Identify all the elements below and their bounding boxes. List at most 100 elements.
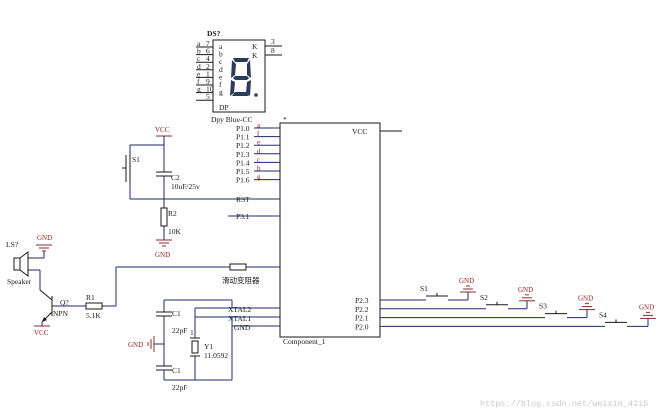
display-dp-number: 5 <box>206 92 210 101</box>
speaker-gnd-label: GND <box>37 234 52 242</box>
mcu-left-pin-mark: e <box>257 139 260 147</box>
crystal-gnd-icon <box>147 336 155 352</box>
reset-gnd-icon <box>156 239 172 247</box>
display-k-label-2: K <box>252 51 258 60</box>
crystal-circuit: C1 22pF C1 22pF GND 1 Y1 11.0592 <box>128 299 233 392</box>
display-pin-number: 4 <box>206 54 210 63</box>
crystal-gnd-label: GND <box>128 341 143 349</box>
display-k-num-2: 8 <box>271 46 275 55</box>
display-segment-name: g <box>219 88 223 97</box>
reset-gnd-label: GND <box>155 251 170 259</box>
display-body <box>212 39 266 113</box>
display-pin-number: 7 <box>206 39 210 48</box>
button-label: S2 <box>480 293 488 302</box>
r1-ref: R1 <box>86 293 95 302</box>
mcu-name: Component_1 <box>283 337 326 346</box>
mcu-ref: * <box>283 115 287 124</box>
r2-ref: R2 <box>168 209 177 218</box>
display-pin-letter: d <box>197 62 201 71</box>
display-k-num-1: 3 <box>271 37 275 46</box>
y1-value: 11.0592 <box>204 351 228 360</box>
npn-vcc-label: VCC <box>34 329 49 337</box>
button-gnd-label: GND <box>518 286 533 294</box>
button-gnd-label: GND <box>459 277 474 285</box>
c1-top-ref: C1 <box>172 309 181 318</box>
display-part: Dpy Blue-CC <box>211 115 252 124</box>
npn-ref: Q? <box>60 298 69 307</box>
display-pin-number: 2 <box>206 62 210 71</box>
c1-bot-ref: C1 <box>172 366 181 375</box>
display-pin-letter: f <box>197 77 200 86</box>
speaker-icon <box>13 257 21 271</box>
npn-collector-icon <box>39 289 53 301</box>
display-segment-name: c <box>219 57 223 66</box>
button-label: S4 <box>599 310 607 319</box>
display-ref: DS? <box>207 29 221 38</box>
mcu-left-pin-mark: d <box>257 147 261 155</box>
button-label: S1 <box>420 284 428 293</box>
reset-vcc-label: VCC <box>155 126 170 134</box>
display-segment-name: f <box>219 80 222 89</box>
display-pin-number: 9 <box>206 77 210 86</box>
display-k-label-1: K <box>252 42 258 51</box>
r1-resistor-icon <box>85 302 103 310</box>
mcu-xtal1-pin: XTAL1 <box>228 314 251 323</box>
mcu-vcc-pin: VCC <box>352 127 367 136</box>
r1-value: 5.1K <box>86 311 101 320</box>
display-pin-letter: b <box>197 47 201 56</box>
mcu-left-pin-label: P1.3 <box>236 150 250 159</box>
button-gnd-label: GND <box>639 303 654 311</box>
pot-label: 滑动变阻器 <box>222 275 260 285</box>
mcu-p2-pin-label: P2.1 <box>355 314 369 323</box>
mcu-p2-pin-label: P2.0 <box>355 322 369 331</box>
mcu-left-pin-mark: g <box>257 173 261 181</box>
button-gnd-label: GND <box>578 295 593 303</box>
mcu-port2-pins: P2.3P2.2P2.1P2.0 <box>355 296 369 331</box>
y1-ref: Y1 <box>204 342 213 351</box>
c1-top-value: 22pF <box>172 326 187 335</box>
c1-bot-value: 22pF <box>172 383 187 392</box>
mcu-left-pin-label: P1.6 <box>236 176 250 185</box>
display-pin-letter: c <box>197 54 201 63</box>
speaker-cone-icon <box>19 251 29 277</box>
display-segment-name: b <box>219 50 223 59</box>
watermark: https://blog.csdn.net/weixin_4215 <box>480 399 648 409</box>
y1-crystal-icon <box>191 340 199 354</box>
mcu-body <box>279 122 381 338</box>
display-pin-number: 1 <box>206 69 210 78</box>
c2-value: 10uF/25v <box>171 182 200 191</box>
button-label: S3 <box>539 302 547 311</box>
speaker-circuit: LS? Speaker GND Q? NPN VCC R1 5.1K <box>6 234 280 337</box>
mcu-left-pin-mark: c <box>257 156 260 164</box>
mcu-left-pin-label: P1.2 <box>236 141 250 150</box>
npn-arrow-icon <box>42 317 47 322</box>
speaker-gnd-icon <box>36 244 52 252</box>
mcu-gnd-pin: GND <box>234 323 251 332</box>
npn-type: NPN <box>53 309 69 318</box>
r2-resistor-icon <box>160 207 168 227</box>
reset-circuit: VCC S1 C2 10uF/25v R2 10K GND <box>122 126 228 259</box>
display-dp-label: DP <box>219 103 229 112</box>
c2-ref: C2 <box>171 173 180 182</box>
display-segment-name: e <box>219 72 223 81</box>
display-pin-number: 10 <box>206 85 214 94</box>
speaker-ref: LS? <box>6 240 19 249</box>
speaker-label: Speaker <box>7 277 32 286</box>
pot-resistor-icon <box>229 263 247 271</box>
mcu-left-pin-mark: b <box>257 165 261 173</box>
mcu-left-pin-label: P1.5 <box>236 167 250 176</box>
mcu-left-pin-label: P1.0 <box>236 124 250 133</box>
display-pin-number: 6 <box>206 47 210 56</box>
mcu-left-pin-mark: a <box>257 122 261 130</box>
r2-value: 10K <box>168 227 182 236</box>
mcu-p2-pin-label: P2.3 <box>355 296 369 305</box>
display-pin-letter: e <box>197 69 201 78</box>
reset-switch-label: S1 <box>132 155 140 164</box>
y1-pin: 1 <box>190 328 194 337</box>
display-segment-name: d <box>219 65 223 74</box>
